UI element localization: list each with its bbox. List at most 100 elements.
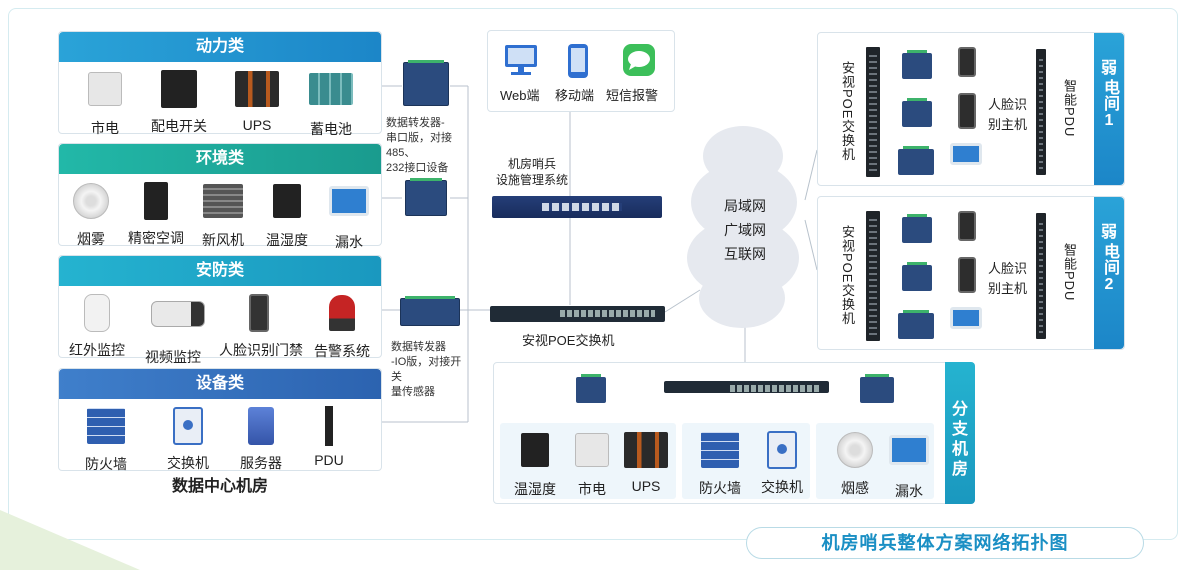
air-conditioner-icon [144, 182, 168, 220]
smoke-detector-icon [837, 432, 873, 468]
video-item: 视频监控 [133, 293, 213, 367]
datacenter-title: 数据中心机房 [58, 472, 382, 496]
equipment-panel: 设备类 防火墙 交换机 服务器 PDU [58, 368, 382, 471]
water-leak-icon [889, 435, 929, 465]
environment-panel: 环境类 烟雾 精密空调 新风机 温湿度 漏水 [58, 143, 382, 246]
weak-room-1-converter-c [898, 149, 934, 175]
security-panel-title: 安防类 [59, 256, 381, 286]
fresh-air-icon [203, 184, 243, 218]
mains-power-label: 市电 [65, 118, 145, 138]
pdu-label: PDU [289, 452, 369, 468]
alarm-label: 告警系统 [302, 341, 382, 361]
web-terminal-label: Web端 [500, 85, 540, 104]
switch-icon [767, 431, 797, 469]
face-access-item: 人脸识别门禁 [219, 293, 299, 360]
weak-room-1-face-label-2: 别主机 [988, 115, 1027, 135]
security-panel: 安防类 红外监控 视频监控 人脸识别门禁 告警系统 [58, 255, 382, 358]
environment-panel-title: 环境类 [59, 144, 381, 174]
weak-room-1-title-2: 电间 [1099, 79, 1119, 111]
management-system-line1: 机房哨兵 [492, 156, 572, 172]
water-leak-icon [329, 186, 369, 216]
io-converter-text: 数据转发器 -IO版，对接开关 量传感器 [391, 340, 471, 400]
io-converter-device [400, 298, 460, 326]
mains-power-item: 市电 [65, 69, 145, 138]
weak-room-2-converter-b [902, 265, 932, 291]
branch-room-title-1: 分支 [945, 400, 975, 440]
weak-room-1-converter-b [902, 101, 932, 127]
equipment-panel-title: 设备类 [59, 369, 381, 399]
water-leak-item: 漏水 [309, 181, 389, 252]
pdu-icon [325, 406, 333, 446]
ups-item: UPS [217, 69, 297, 133]
face-access-label: 人脸识别门禁 [219, 340, 299, 360]
weak-room-2-switch-label: 安视POE交换机 [838, 225, 857, 325]
switch-label: 交换机 [148, 453, 228, 473]
weak-room-2-converter-c [898, 313, 934, 339]
battery-item: 蓄电池 [291, 69, 371, 139]
weak-room-1-pdu-strip [1036, 49, 1046, 175]
firewall-icon [701, 432, 739, 468]
power-panel: 动力类 市电 配电开关 UPS 蓄电池 [58, 31, 382, 134]
branch-converter-a [576, 377, 606, 403]
switch-icon [173, 407, 203, 445]
io-converter-line3: 量传感器 [391, 385, 471, 400]
poe-switch-device [490, 306, 665, 322]
wan-label: 广域网 [685, 218, 805, 242]
branch-switch-item: 交换机 [742, 430, 822, 497]
firewall-icon [87, 408, 125, 444]
smoke-detector-icon [73, 183, 109, 219]
weak-room-2-tab: 弱 电间 2 [1094, 197, 1124, 349]
distribution-switch-label: 配电开关 [139, 116, 219, 136]
serial-converter-device [403, 62, 449, 106]
camera-icon [151, 301, 205, 327]
io-converter-line1: 数据转发器 [391, 340, 471, 355]
monitor-icon [503, 43, 539, 77]
weak-room-2-face-device-b [958, 257, 976, 293]
network-cloud-text: 局域网 广域网 互联网 [685, 194, 805, 266]
firewall-item: 防火墙 [66, 406, 146, 474]
weak-room-1-switch-rack [866, 47, 880, 177]
pdu-item: PDU [289, 406, 369, 468]
infrared-item: 红外监控 [57, 293, 137, 360]
battery-label: 蓄电池 [291, 119, 371, 139]
weak-room-1-face-label-1: 人脸识 [988, 95, 1027, 115]
firewall-label: 防火墙 [66, 454, 146, 474]
switch-item: 交换机 [148, 406, 228, 473]
weak-room-2-water-sensor [950, 307, 982, 329]
branch-ups-item: UPS [606, 430, 686, 494]
poe-switch-label: 安视POE交换机 [522, 330, 614, 349]
weak-room-1-panel: 安视POE交换机 人脸识 别主机 智能PDU 弱 电间 1 [817, 32, 1125, 186]
serial-converter-line3: 232接口设备 [386, 161, 476, 176]
weak-room-1-title-3: 1 [1094, 111, 1124, 131]
server-icon [248, 407, 274, 445]
serial-converter-line1: 数据转发器- [386, 116, 476, 131]
weak-room-1-switch-label: 安视POE交换机 [838, 61, 857, 161]
power-panel-title: 动力类 [59, 32, 381, 62]
video-label: 视频监控 [133, 347, 213, 367]
battery-icon [309, 73, 353, 105]
meter-icon [575, 433, 609, 467]
footer-title: 机房哨兵整体方案网络拓扑图 [746, 527, 1144, 559]
weak-room-2-title-1: 弱 [1094, 223, 1124, 243]
branch-switch-device [664, 381, 829, 393]
weak-room-2-panel: 安视POE交换机 人脸识 别主机 智能PDU 弱 电间 2 [817, 196, 1125, 350]
meter-icon [88, 72, 122, 106]
weak-room-1-tab: 弱 电间 1 [1094, 33, 1124, 185]
weak-room-2-pdu-strip [1036, 213, 1046, 339]
weak-room-2-face-label-2: 别主机 [988, 279, 1027, 299]
branch-leak-item: 漏水 [869, 430, 949, 501]
branch-switch-label: 交换机 [742, 477, 822, 497]
distribution-switch-item: 配电开关 [139, 69, 219, 136]
branch-room-tab: 分支 机房 [945, 362, 975, 504]
terminals-panel: Web端 移动端 短信报警 [487, 30, 675, 112]
io-converter-line2: -IO版，对接开关 [391, 355, 471, 385]
weak-room-1-face-device-b [958, 93, 976, 129]
weak-room-2-face-label-1: 人脸识 [988, 259, 1027, 279]
infrared-sensor-icon [84, 294, 110, 332]
internet-label: 互联网 [685, 242, 805, 266]
weak-room-1-face-label: 人脸识 别主机 [988, 95, 1027, 135]
weak-room-1-converter-a [902, 53, 932, 79]
lan-label: 局域网 [685, 194, 805, 218]
thermometer-icon [273, 184, 301, 218]
face-terminal-icon [249, 294, 269, 332]
